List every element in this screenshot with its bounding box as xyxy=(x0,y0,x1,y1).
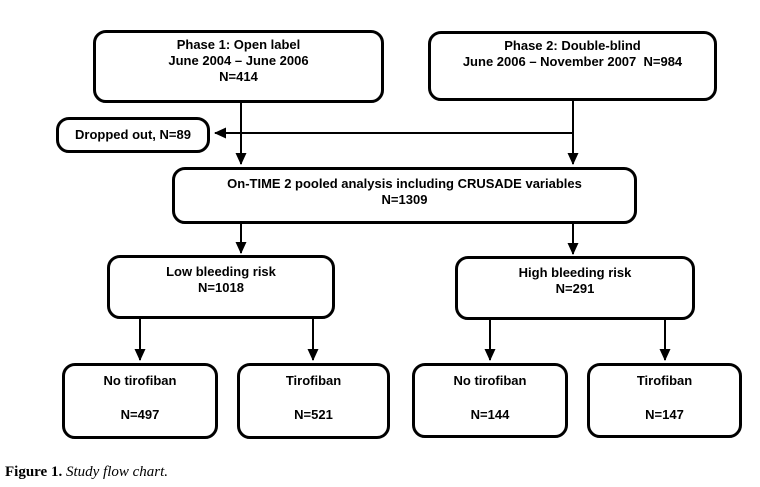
node-phase2-double-blind: Phase 2: Double-blind June 2006 – Novemb… xyxy=(428,31,717,101)
node-pooled-analysis: On-TIME 2 pooled analysis including CRUS… xyxy=(172,167,637,224)
node-low-no-tirofiban-title: No tirofiban xyxy=(103,373,177,388)
node-high-bleeding-risk: High bleeding risk N=291 xyxy=(455,256,695,320)
node-low-tirofiban-title: Tirofiban xyxy=(285,373,342,388)
node-phase2-dates-n: June 2006 – November 2007 N=984 xyxy=(462,54,683,69)
node-phase2-title: Phase 2: Double-blind xyxy=(504,38,641,53)
node-dropped-out-label: Dropped out, N=89 xyxy=(75,127,191,142)
node-high-no-tirofiban-title: No tirofiban xyxy=(453,373,527,388)
node-low-risk-title: Low bleeding risk xyxy=(166,264,276,279)
node-pooled-title: On-TIME 2 pooled analysis including CRUS… xyxy=(227,176,582,191)
figure-caption-label: Figure 1. xyxy=(5,464,63,480)
node-low-tirofiban: Tirofiban N=521 xyxy=(237,363,390,439)
node-phase1-open-label: Phase 1: Open label June 2004 – June 200… xyxy=(93,30,384,103)
node-high-no-tirofiban: No tirofiban N=144 xyxy=(412,363,568,438)
node-low-no-tirofiban-n: N=497 xyxy=(120,407,160,422)
node-high-risk-n: N=291 xyxy=(555,281,595,296)
node-low-no-tirofiban: No tirofiban N=497 xyxy=(62,363,218,439)
node-phase1-dates: June 2004 – June 2006 xyxy=(168,53,309,68)
node-dropped-out: Dropped out, N=89 xyxy=(56,117,210,153)
node-low-risk-n: N=1018 xyxy=(198,280,244,295)
node-low-tirofiban-n: N=521 xyxy=(294,407,333,422)
node-phase1-title: Phase 1: Open label xyxy=(176,37,301,52)
node-pooled-n: N=1309 xyxy=(381,192,428,207)
figure-caption: Figure 1. Study flow chart. xyxy=(5,463,168,481)
node-high-tirofiban-title: Tirofiban xyxy=(636,373,693,388)
node-high-tirofiban-n: N=147 xyxy=(645,407,684,422)
node-high-risk-title: High bleeding risk xyxy=(518,265,632,280)
node-high-no-tirofiban-n: N=144 xyxy=(470,407,510,422)
node-phase1-n: N=414 xyxy=(219,69,258,84)
node-high-tirofiban: Tirofiban N=147 xyxy=(587,363,742,438)
node-low-bleeding-risk: Low bleeding risk N=1018 xyxy=(107,255,335,319)
figure-caption-text: Study flow chart. xyxy=(65,464,169,480)
